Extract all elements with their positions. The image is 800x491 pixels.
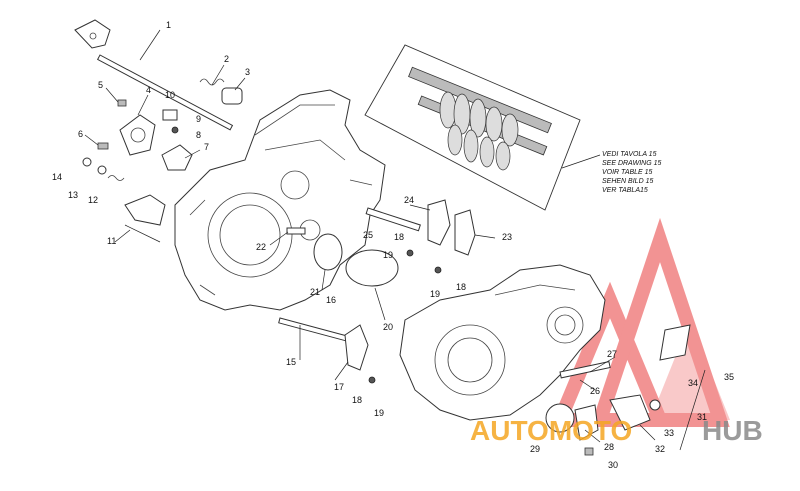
callout-15: 15: [286, 357, 296, 367]
cover-plate: [119, 114, 156, 156]
watermark-text: AUTOMOTO HUB: [470, 415, 763, 446]
callout-18-c: 18: [456, 282, 466, 292]
callout-14: 14: [52, 172, 62, 182]
callout-13: 13: [68, 190, 78, 200]
callout-26: 26: [590, 386, 600, 396]
callout-17: 17: [334, 382, 344, 392]
watermark-text-grey: HUB: [702, 415, 763, 446]
lever-32: [609, 394, 651, 431]
fork-shaft-15: [278, 317, 349, 342]
callout-4: 4: [146, 85, 151, 95]
gear-shift-shaft: [74, 19, 234, 131]
drum-cam-21: [313, 233, 343, 271]
reference-note-line-5: VER TABLA15: [602, 187, 648, 194]
callout-2: 2: [224, 54, 229, 64]
callout-29: 29: [530, 444, 540, 454]
bolt-30: [584, 447, 594, 456]
spacer: [162, 109, 178, 121]
reference-note-line-4: SEHEN BILD 15: [602, 178, 653, 185]
bolt-6: [97, 142, 109, 150]
right-crankcase: [399, 264, 606, 421]
roller-19-b: [434, 266, 442, 274]
reference-note-line-1: VEDI TAVOLA 15: [602, 151, 657, 158]
callout-32: 32: [655, 444, 665, 454]
washer-33: [649, 399, 661, 411]
bolt-5: [117, 99, 127, 107]
callout-27: 27: [607, 349, 617, 359]
watermark-logo: [549, 217, 730, 427]
bracket-35: [679, 369, 706, 451]
callout-22: 22: [256, 242, 266, 252]
washer-13: [97, 165, 107, 175]
callout-34: 34: [688, 378, 698, 388]
washer-14: [82, 157, 92, 167]
callout-16: 16: [326, 295, 336, 305]
callout-35: 35: [724, 372, 734, 382]
bracket-11: [124, 224, 161, 243]
callout-3: 3: [245, 67, 250, 77]
shift-fork-17: [344, 324, 369, 371]
callout-labels: 1 2 3 4 5 6 7 8 9 10 11 12 13 14 15 16 1…: [52, 20, 734, 470]
callout-18-b: 18: [394, 232, 404, 242]
callout-18-a: 18: [352, 395, 362, 405]
oil-seal: [221, 87, 243, 105]
callout-20: 20: [383, 322, 393, 332]
bracket-28: [574, 404, 599, 441]
roller-19-a: [406, 249, 414, 257]
gearbox-reference-box: VEDI TAVOLA 15 SEE DRAWING 15 VOIR TABLE…: [364, 44, 661, 211]
callout-19-c: 19: [430, 289, 440, 299]
ratchet: [161, 144, 193, 171]
shift-fork-24: [427, 199, 451, 246]
reference-note-line-3: VOIR TABLE 15: [602, 169, 653, 176]
spring-12: [107, 175, 125, 181]
reference-note-line-2: SEE DRAWING 15: [602, 160, 661, 167]
callout-30: 30: [608, 460, 618, 470]
callout-21: 21: [310, 287, 320, 297]
selector-arm: [124, 194, 166, 226]
callout-8: 8: [196, 130, 201, 140]
callout-19-b: 19: [383, 250, 393, 260]
seal-29: [545, 403, 575, 433]
shift-drum-20: [345, 249, 399, 287]
callout-33: 33: [664, 428, 674, 438]
callout-19-a: 19: [374, 408, 384, 418]
callout-5: 5: [98, 80, 103, 90]
leader-lines: [84, 29, 656, 443]
callout-11: 11: [107, 236, 116, 246]
callout-7: 7: [204, 142, 209, 152]
callout-12: 12: [88, 195, 98, 205]
callout-28: 28: [604, 442, 614, 452]
shaft-26: [559, 361, 611, 379]
callout-25: 25: [363, 230, 373, 240]
pin: [171, 126, 179, 134]
fork-shaft-25: [365, 207, 421, 232]
watermark-text-orange: AUTOMOTO: [470, 415, 632, 446]
callout-24: 24: [404, 195, 414, 205]
arm-34: [659, 324, 691, 361]
callout-31: 31: [697, 412, 707, 422]
roller-19-c: [368, 376, 376, 384]
shaft-spring: [199, 78, 225, 86]
shift-fork-23: [454, 209, 476, 256]
callout-9: 9: [196, 114, 201, 124]
pin-22: [286, 227, 306, 235]
callout-23: 23: [502, 232, 512, 242]
callout-1: 1: [166, 20, 171, 30]
gearbox-shafts: [408, 66, 552, 171]
callout-6: 6: [78, 129, 83, 139]
callout-10: 10: [165, 90, 175, 100]
